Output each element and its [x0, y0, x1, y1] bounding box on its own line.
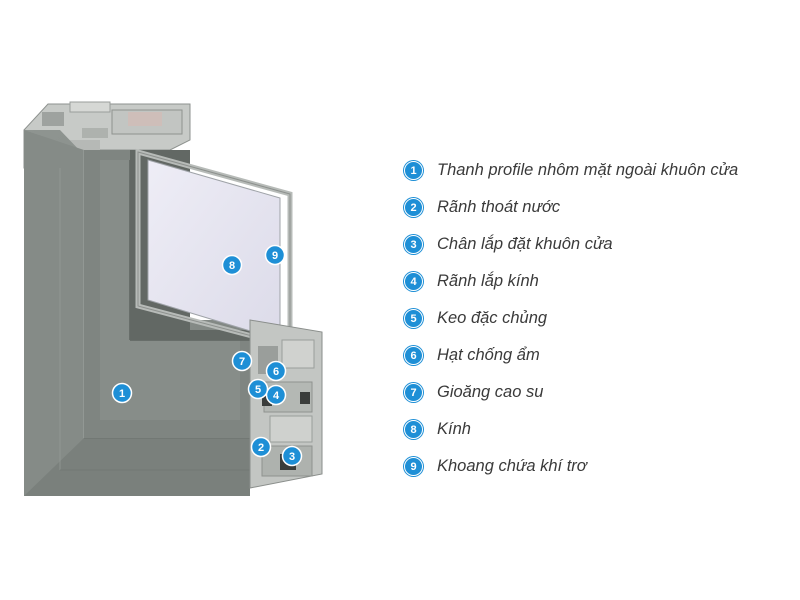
legend-item-9: 9 Khoang chứa khí trơ [404, 448, 796, 485]
legend-badge: 8 [404, 420, 423, 439]
marker-8: 8 [221, 254, 243, 276]
legend-label: Gioăng cao su [437, 383, 544, 401]
marker-9: 9 [264, 244, 286, 266]
legend-label: Khoang chứa khí trơ [437, 457, 587, 475]
legend-label: Keo đặc chủng [437, 309, 548, 327]
legend-item-8: 8 Kính [404, 411, 796, 448]
marker-2: 2 [250, 436, 272, 458]
legend-badge: 5 [404, 309, 423, 328]
marker-6: 6 [265, 360, 287, 382]
marker-5: 5 [247, 378, 269, 400]
svg-text:6: 6 [273, 366, 279, 378]
legend-badge: 2 [404, 198, 423, 217]
legend-item-7: 7 Gioăng cao su [404, 374, 796, 411]
marker-1: 1 [111, 382, 133, 404]
svg-text:4: 4 [273, 390, 280, 402]
legend-label: Kính [437, 420, 471, 438]
legend-label: Chân lắp đặt khuôn cửa [437, 235, 613, 253]
marker-7: 7 [231, 350, 253, 372]
svg-text:1: 1 [119, 388, 125, 400]
legend-item-3: 3 Chân lắp đặt khuôn cửa [404, 226, 796, 263]
legend-badge: 4 [404, 272, 423, 291]
svg-text:5: 5 [255, 384, 261, 396]
legend-label: Rãnh lắp kính [437, 272, 539, 290]
legend-item-5: 5 Keo đặc chủng [404, 300, 796, 337]
legend-badge: 7 [404, 383, 423, 402]
legend-badge: 3 [404, 235, 423, 254]
legend-badge: 1 [404, 161, 423, 180]
marker-3: 3 [281, 445, 303, 467]
marker-4: 4 [265, 384, 287, 406]
svg-text:7: 7 [239, 356, 245, 368]
svg-text:3: 3 [289, 451, 295, 463]
svg-text:8: 8 [229, 260, 235, 272]
legend-badge: 6 [404, 346, 423, 365]
svg-text:9: 9 [272, 250, 278, 262]
svg-text:2: 2 [258, 442, 264, 454]
legend-badge: 9 [404, 457, 423, 476]
legend-item-2: 2 Rãnh thoát nước [404, 189, 796, 226]
legend-item-4: 4 Rãnh lắp kính [404, 263, 796, 300]
legend-item-6: 6 Hạt chống ẩm [404, 337, 796, 374]
legend-label: Rãnh thoát nước [437, 198, 561, 216]
legend-label: Hạt chống ẩm [437, 346, 540, 364]
legend-label: Thanh profile nhôm mặt ngoài khuôn cửa [437, 161, 739, 179]
legend-item-1: 1 Thanh profile nhôm mặt ngoài khuôn cửa [404, 152, 796, 189]
